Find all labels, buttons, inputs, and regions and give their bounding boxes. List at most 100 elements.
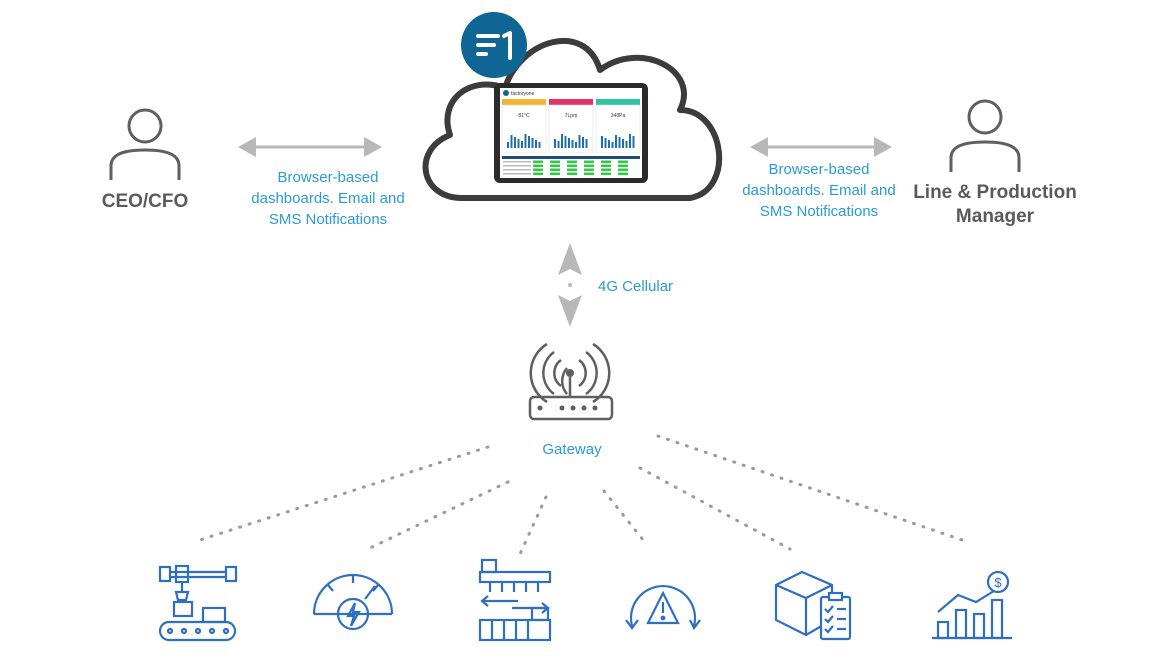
dashboard-status-cell — [567, 172, 577, 175]
dashboard-mini-bar — [554, 139, 556, 148]
dashboard-status-cell — [533, 164, 543, 167]
left-note: Browser-based dashboards. Email and SMS … — [230, 167, 426, 230]
connector-line — [656, 434, 967, 543]
manager-title-line: Line & Production — [913, 182, 1077, 203]
dashboard-panel-value: 7Lpm — [565, 113, 578, 119]
dashboard-mini-bar — [528, 136, 530, 148]
connector-line — [602, 489, 646, 543]
dashboard-mini-bar — [564, 136, 567, 148]
dashboard-panel-value: 81°C — [518, 113, 530, 119]
dashboard-mini-bar — [625, 141, 628, 148]
dashboard-status-cell — [601, 160, 611, 163]
left-note-line: Browser-based — [277, 169, 379, 186]
dashboard-status-cell — [550, 168, 560, 171]
dashboard-mini-bar — [561, 134, 563, 148]
router-icon — [528, 342, 614, 421]
dashboard-status-cell — [550, 164, 560, 167]
left-double-arrow — [238, 137, 382, 157]
dashboard-mini-bar — [575, 142, 577, 148]
dashboard-status-cell — [584, 168, 594, 171]
dashboard-mini-bar — [571, 140, 574, 148]
connector-line — [198, 445, 490, 542]
gateway-label: Gateway — [542, 441, 602, 458]
ceo-person-icon — [109, 108, 181, 180]
dashboard-row-text — [503, 161, 531, 163]
connector-line — [638, 466, 792, 551]
dashboard-mini-bar — [535, 140, 537, 148]
dashboard-mini-bar — [601, 136, 603, 148]
dashboard-mini-bar — [611, 142, 614, 148]
dashboard-mini-bar — [517, 139, 520, 148]
dashboard-status-cell — [584, 164, 594, 167]
dashboard-mini-bar — [615, 135, 617, 148]
dashboard-status-cell — [550, 172, 560, 175]
dashboard-status-cell — [567, 168, 577, 171]
manager-person-icon — [949, 99, 1021, 172]
dashboard-mini-bar — [618, 137, 621, 148]
dashboard-mini-bar — [582, 137, 584, 148]
dashboard-status-cell — [601, 168, 611, 171]
dashboard-panel-header — [549, 99, 593, 105]
dashboard-row-text — [503, 169, 531, 171]
f1-logo — [461, 12, 527, 78]
right-note-line: dashboards. Email and — [742, 182, 896, 199]
dashboard-status-cell — [601, 172, 611, 175]
dashboard-mini-bar — [521, 141, 523, 148]
dashboard-tablet: factoryone 81°C 7Lpm 348Pa — [494, 83, 648, 183]
connector-line — [518, 495, 548, 556]
dashboard-status-cell — [601, 164, 611, 167]
dashboard-status-cell — [584, 172, 594, 175]
inventory-checklist-icon — [774, 570, 852, 641]
dashboard-status-cell — [533, 172, 543, 175]
connector-line — [368, 480, 510, 550]
dashboard-status-cell — [618, 164, 628, 167]
dashboard-mini-bar — [531, 138, 534, 148]
right-note-line: SMS Notifications — [759, 203, 879, 220]
dashboard-panel-header — [596, 99, 640, 105]
left-note-line: SMS Notifications — [268, 211, 388, 228]
dashboard-panel — [501, 104, 547, 154]
right-double-arrow — [750, 137, 892, 157]
dashboard-panel-value: 348Pa — [611, 113, 626, 119]
dashboard-mini-bar — [557, 141, 560, 148]
right-note: Browser-based dashboards. Email and SMS … — [723, 159, 915, 222]
dashboard-status-cell — [618, 172, 628, 175]
dashboard-mini-bar — [507, 142, 509, 148]
dashboard-panel — [595, 104, 641, 154]
gateway-connectors — [198, 434, 967, 556]
dashboard-mini-bar — [514, 137, 516, 148]
left-note-line: dashboards. Email and — [251, 190, 405, 207]
dashboard-panels: 81°C 7Lpm 348Pa — [501, 99, 641, 154]
dashboard-mini-bar — [510, 135, 513, 148]
conveyor-transfer-icon — [478, 558, 552, 642]
dashboard-status-cell — [618, 160, 628, 163]
dashboard-panel — [548, 104, 594, 154]
manager-title: Line & Production Manager — [900, 181, 1090, 229]
dashboard-table — [502, 156, 640, 175]
dollar-symbol: $ — [994, 575, 1002, 590]
dashboard-row-text — [503, 173, 531, 175]
energy-gauge-icon — [312, 573, 394, 631]
dashboard-status-cell — [584, 160, 594, 163]
revenue-growth-chart-icon: $ — [932, 570, 1012, 640]
dashboard-mini-bar — [524, 134, 527, 148]
dashboard-mini-bar — [604, 138, 607, 148]
dashboard-status-cell — [550, 160, 560, 163]
right-note-line: Browser-based — [768, 161, 870, 178]
manager-title-line: Manager — [955, 206, 1035, 227]
dashboard-mini-bar — [622, 139, 624, 148]
dashboard-row-text — [503, 165, 531, 167]
ceo-title: CEO/CFO — [101, 191, 189, 212]
dashboard-status-cell — [567, 164, 577, 167]
vertical-double-arrow — [558, 243, 582, 327]
dashboard-mini-bar — [608, 140, 610, 148]
dashboard-status-cell — [533, 168, 543, 171]
dashboard-mini-bar — [578, 135, 581, 148]
dashboard-mini-bar — [585, 139, 588, 148]
warning-gauge-icon — [625, 585, 701, 631]
dashboard-mini-bar — [538, 142, 541, 148]
dashboard-brand: factoryone — [511, 91, 535, 97]
dashboard-status-cell — [533, 160, 543, 163]
dashboard-mini-bar — [632, 136, 635, 148]
